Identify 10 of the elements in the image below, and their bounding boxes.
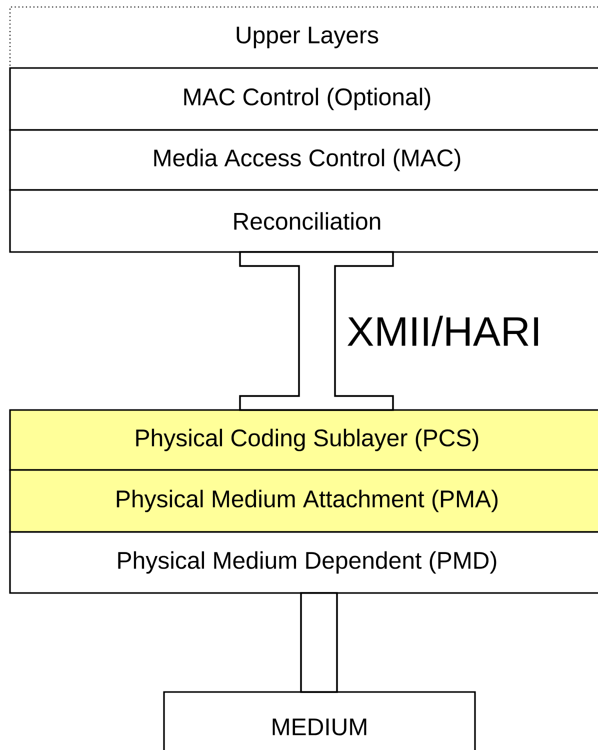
layer-box: Physical Medium Attachment (PMA)	[9, 469, 598, 533]
layer-box: Media Access Control (MAC)	[9, 129, 598, 191]
layer-box: Upper Layers	[9, 6, 598, 69]
medium-box: MEDIUM	[163, 691, 476, 750]
interface-connector	[300, 592, 338, 693]
layer-box: Reconciliation	[9, 189, 598, 253]
layer-box: Physical Coding Sublayer (PCS)	[9, 409, 598, 471]
edge-label: XMII/HARI	[348, 316, 538, 346]
interface-connector	[239, 251, 394, 411]
layer-box: MAC Control (Optional)	[9, 67, 598, 131]
